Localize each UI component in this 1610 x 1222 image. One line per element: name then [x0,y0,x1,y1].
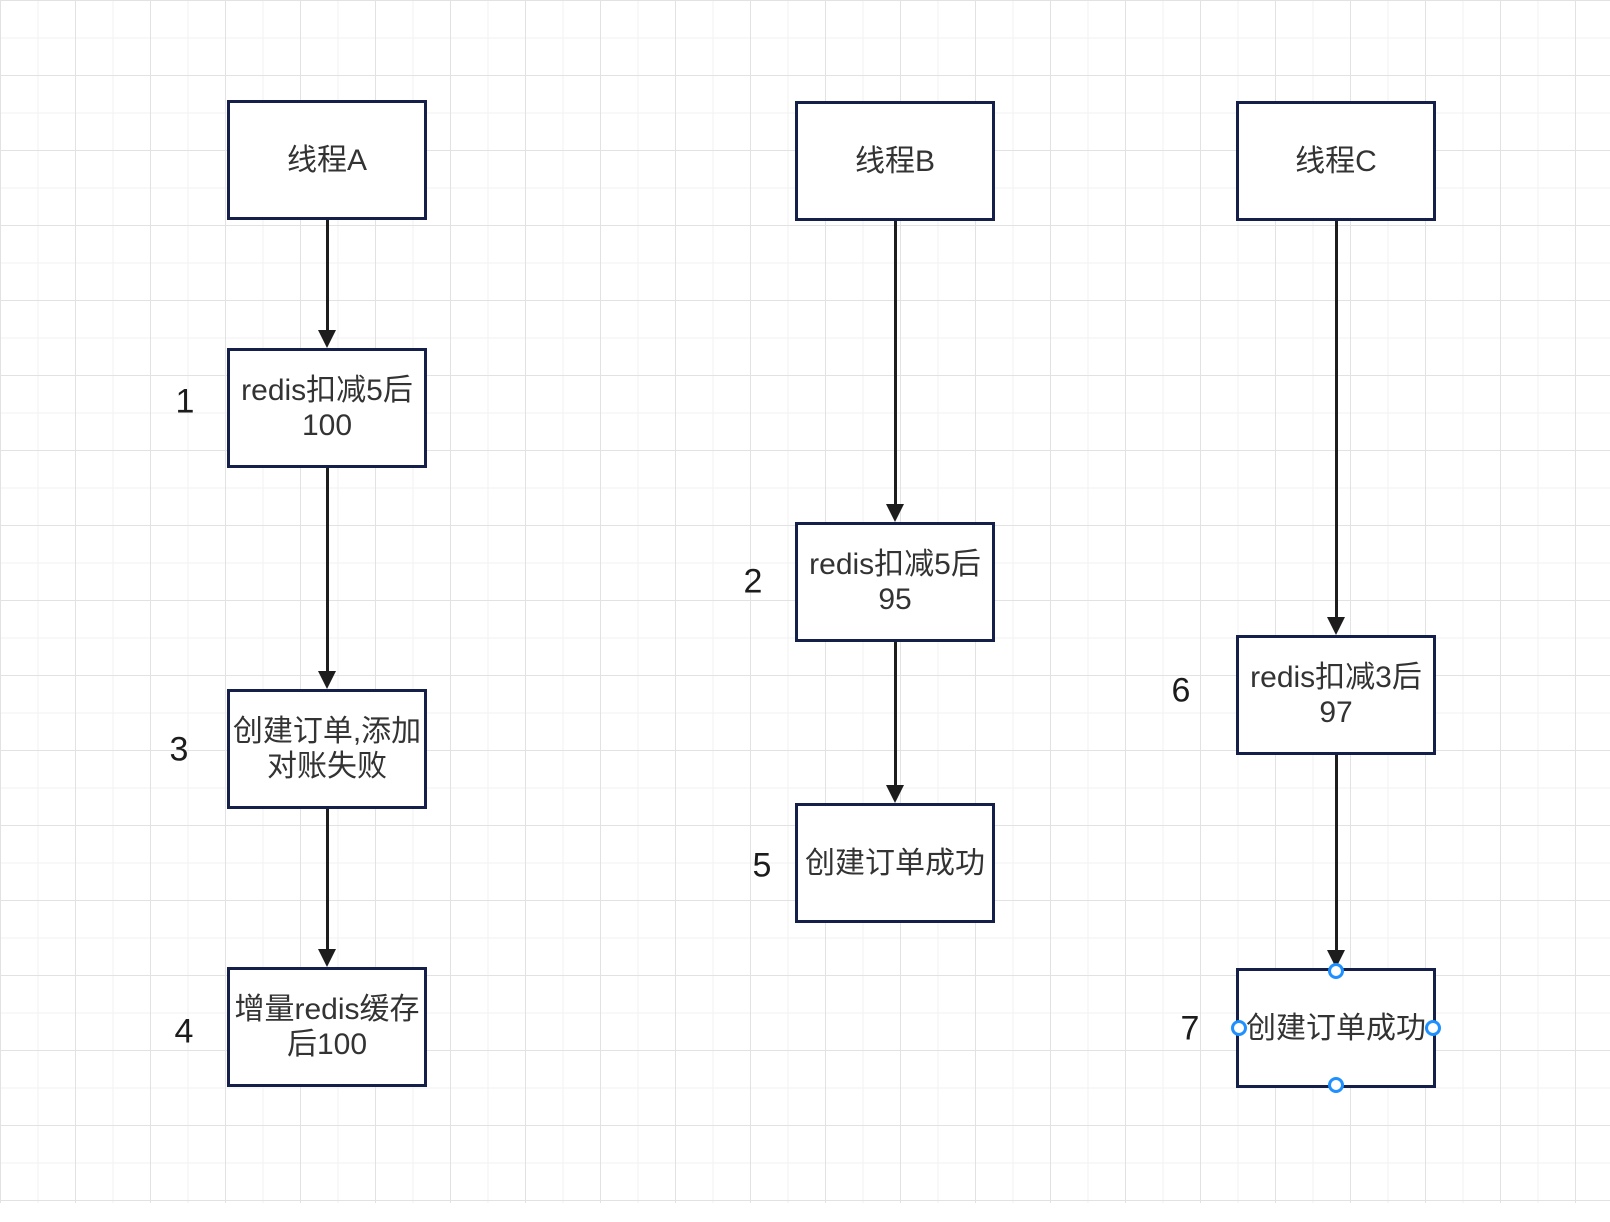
node-label: 线程C [1295,144,1377,178]
node-label: redis扣减5后 95 [809,548,981,616]
arrowhead-icon [886,785,904,803]
node-step-1[interactable]: redis扣减5后 100 [227,348,427,468]
node-step-3[interactable]: 创建订单,添加 对账失败 [227,689,427,809]
node-label: 增量redis缓存 后100 [234,993,420,1061]
node-thread-c[interactable]: 线程C [1236,101,1436,221]
arrowhead-icon [886,504,904,522]
node-step-5[interactable]: 创建订单成功 [795,803,995,923]
connection-handle-top[interactable] [1328,963,1344,979]
node-step-7-selected[interactable]: 创建订单成功 [1231,963,1441,1093]
node-label: 创建订单成功 [1246,1011,1426,1045]
node-thread-a[interactable]: 线程A [227,100,427,220]
edge-thread-a-to-step1[interactable] [325,220,329,331]
arrowhead-icon [1327,617,1345,635]
connection-handle-left[interactable] [1231,1020,1247,1036]
connection-handle-right[interactable] [1425,1020,1441,1036]
node-label: 线程A [286,143,367,177]
arrowhead-icon [318,949,336,967]
seq-label-7[interactable]: 7 [1180,1009,1200,1048]
node-label: redis扣减5后 100 [241,374,413,442]
node-step-6[interactable]: redis扣减3后 97 [1236,635,1436,755]
node-label: redis扣减3后 97 [1250,661,1422,729]
seq-label-1[interactable]: 1 [175,382,195,421]
seq-label-6[interactable]: 6 [1171,671,1191,710]
node-label: 创建订单,添加 对账失败 [232,715,422,783]
node-label: 创建订单成功 [805,846,985,880]
node-step-4[interactable]: 增量redis缓存 后100 [227,967,427,1087]
node-label: 线程B [854,144,935,178]
edge-step6-to-step7[interactable] [1334,755,1338,951]
edge-thread-b-to-step2[interactable] [893,221,897,505]
arrowhead-icon [318,671,336,689]
seq-label-3[interactable]: 3 [169,730,189,769]
node-thread-b[interactable]: 线程B [795,101,995,221]
seq-label-5[interactable]: 5 [752,846,772,885]
edge-step1-to-step3[interactable] [325,468,329,672]
seq-label-2[interactable]: 2 [743,562,763,601]
connection-handle-bottom[interactable] [1328,1077,1344,1093]
edge-step2-to-step5[interactable] [893,642,897,786]
edge-step3-to-step4[interactable] [325,809,329,950]
edge-thread-c-to-step6[interactable] [1334,221,1338,618]
node-step-2[interactable]: redis扣减5后 95 [795,522,995,642]
arrowhead-icon [318,330,336,348]
seq-label-4[interactable]: 4 [174,1012,194,1051]
